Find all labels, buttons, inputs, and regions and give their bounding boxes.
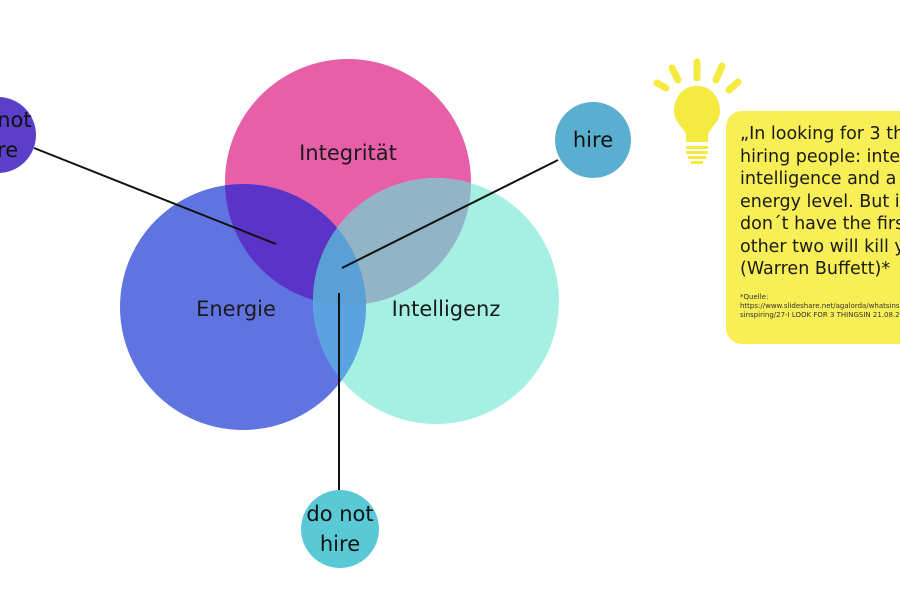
bubble-left-line2: hire bbox=[0, 138, 19, 162]
quote-source: *Quelle: https://www.slideshare.net/agal… bbox=[740, 292, 900, 319]
bubble-hire-right: hire bbox=[555, 102, 631, 178]
connector-line-left bbox=[33, 147, 277, 245]
bubble-bottom-line1: do not bbox=[306, 502, 374, 526]
label-integrity: Integrität bbox=[299, 141, 397, 165]
overlap-integrity-energy bbox=[225, 184, 366, 305]
bubble-right-line1: hire bbox=[572, 128, 614, 152]
quote-box: „In looking for 3 things in hiring peopl… bbox=[726, 111, 900, 344]
bubble-left-line1: do not bbox=[0, 108, 32, 132]
bubble-bottom-line2: hire bbox=[319, 532, 361, 556]
bubble-do-not-hire-left: do not hire bbox=[0, 97, 36, 173]
lightbulb-icon bbox=[653, 58, 742, 164]
bubble-do-not-hire-bottom: do not hire bbox=[301, 490, 379, 568]
label-energy: Energie bbox=[196, 297, 276, 321]
label-intelligence: Intelligenz bbox=[391, 297, 501, 321]
connector-line-right bbox=[341, 159, 559, 269]
quote-text: „In looking for 3 things in hiring peopl… bbox=[740, 124, 900, 279]
